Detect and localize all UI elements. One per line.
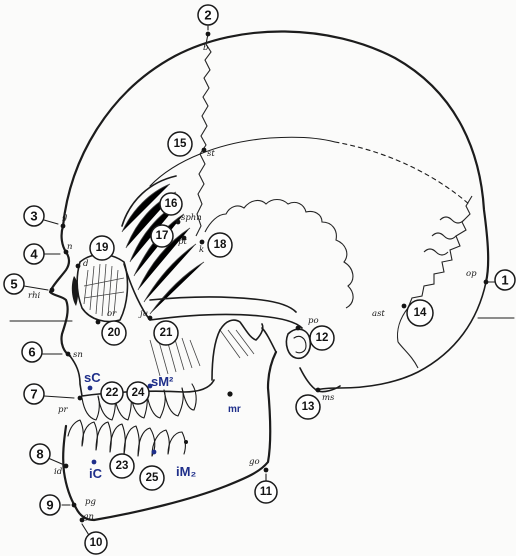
label-im2: iM₂ bbox=[176, 464, 196, 479]
svg-text:6: 6 bbox=[28, 345, 35, 360]
svg-text:5: 5 bbox=[10, 277, 17, 292]
svg-text:13: 13 bbox=[302, 401, 315, 413]
landmark-5: 5 bbox=[4, 274, 24, 294]
abbr-g: g bbox=[62, 212, 68, 222]
svg-text:10: 10 bbox=[90, 537, 103, 549]
landmark-dot-mr bbox=[227, 391, 232, 396]
landmark-9: 9 bbox=[40, 495, 60, 515]
svg-text:9: 9 bbox=[46, 498, 53, 513]
landmark-dot-mandible bbox=[184, 440, 188, 444]
landmark-22: 22 bbox=[101, 382, 123, 404]
landmark-6: 6 bbox=[22, 342, 42, 362]
svg-text:21: 21 bbox=[160, 327, 173, 339]
svg-text:8: 8 bbox=[36, 447, 43, 462]
landmark-14: 14 bbox=[407, 300, 433, 326]
abbr-pg: pg bbox=[85, 497, 96, 507]
svg-text:22: 22 bbox=[106, 387, 119, 399]
landmark-24: 24 bbox=[127, 382, 149, 404]
label-sm2: sM² bbox=[151, 374, 174, 389]
landmark-12: 12 bbox=[310, 326, 334, 350]
abbr-pr: pr bbox=[58, 405, 68, 415]
landmark-19: 19 bbox=[90, 236, 114, 260]
temporal-line-dashed bbox=[335, 142, 470, 205]
svg-text:12: 12 bbox=[316, 332, 329, 344]
cranial-vault-outline bbox=[63, 31, 488, 282]
landmark-13: 13 bbox=[296, 395, 320, 419]
coronal-suture bbox=[196, 34, 211, 236]
abbr-go: go bbox=[249, 457, 260, 467]
svg-text:2: 2 bbox=[204, 8, 211, 23]
landmark-8: 8 bbox=[30, 444, 50, 464]
abbr-d: d bbox=[83, 259, 89, 269]
landmark-18: 18 bbox=[208, 233, 232, 257]
svg-text:14: 14 bbox=[414, 307, 427, 319]
abbr-sn: sn bbox=[73, 350, 83, 360]
landmark-17: 17 bbox=[151, 225, 173, 247]
abbr-gn: gn bbox=[83, 512, 94, 522]
abbr-ms: ms bbox=[322, 393, 335, 403]
orbit-hatching bbox=[84, 264, 124, 316]
svg-text:20: 20 bbox=[108, 327, 121, 339]
label-mr: mr bbox=[228, 404, 241, 415]
label-sc: sC bbox=[84, 370, 101, 385]
svg-text:7: 7 bbox=[30, 387, 37, 402]
abbr-ju: ju bbox=[138, 309, 148, 319]
abbr-po: po bbox=[308, 316, 319, 326]
landmark-1: 1 bbox=[495, 270, 515, 290]
abbr-rhi: rhi bbox=[28, 291, 41, 301]
landmark-11: 11 bbox=[255, 481, 277, 503]
landmark-25: 25 bbox=[140, 466, 164, 490]
abbr-b: b bbox=[203, 43, 208, 53]
landmark-15: 15 bbox=[168, 132, 192, 156]
landmark-abbreviations: op b g n rhi sn pr id pg gn go po ms ast… bbox=[28, 43, 477, 522]
landmark-23: 23 bbox=[110, 454, 134, 478]
landmark-2: 2 bbox=[198, 5, 218, 25]
svg-text:17: 17 bbox=[156, 230, 169, 242]
auditory-meatus bbox=[286, 329, 310, 358]
occipital-outline bbox=[316, 282, 486, 390]
landmark-16: 16 bbox=[160, 193, 182, 215]
svg-text:25: 25 bbox=[146, 472, 159, 484]
svg-text:11: 11 bbox=[260, 486, 273, 498]
abbr-or: or bbox=[107, 309, 117, 319]
lambdoid-suture bbox=[408, 196, 472, 308]
svg-text:15: 15 bbox=[174, 138, 187, 150]
landmark-3: 3 bbox=[24, 206, 44, 226]
mandibular-ramus bbox=[212, 328, 276, 380]
abbr-ast: ast bbox=[372, 309, 385, 319]
label-ic: iC bbox=[89, 466, 103, 481]
abbr-k: k bbox=[199, 245, 204, 255]
lambdoid-suture-fine bbox=[424, 217, 464, 255]
landmark-21: 21 bbox=[154, 321, 178, 345]
abbr-st: st bbox=[207, 149, 215, 159]
svg-text:18: 18 bbox=[214, 239, 227, 251]
svg-text:1: 1 bbox=[501, 273, 508, 288]
svg-text:4: 4 bbox=[30, 247, 38, 262]
landmark-10: 10 bbox=[85, 532, 107, 554]
abbr-pt: pt bbox=[178, 237, 187, 247]
abbr-op: op bbox=[466, 269, 477, 279]
svg-text:3: 3 bbox=[30, 209, 37, 224]
landmark-4: 4 bbox=[24, 244, 44, 264]
svg-text:16: 16 bbox=[165, 198, 178, 210]
lower-teeth bbox=[68, 420, 185, 456]
abbr-sphn: sphn bbox=[181, 213, 202, 223]
svg-text:23: 23 bbox=[116, 460, 129, 472]
svg-text:19: 19 bbox=[96, 242, 109, 254]
svg-text:24: 24 bbox=[132, 387, 145, 399]
abbr-id: id bbox=[54, 467, 63, 477]
landmark-7: 7 bbox=[24, 384, 44, 404]
auditory-meatus-inner bbox=[294, 336, 306, 352]
abbr-n: n bbox=[67, 242, 72, 252]
landmark-20: 20 bbox=[102, 321, 126, 345]
landmark-circles: 1 2 3 4 5 6 7 8 9 10 11 12 13 14 15 16 1… bbox=[4, 5, 515, 554]
